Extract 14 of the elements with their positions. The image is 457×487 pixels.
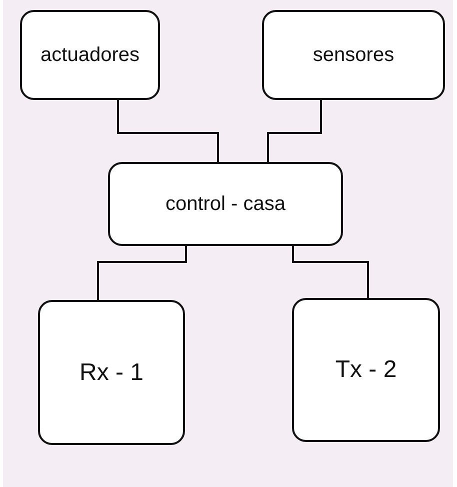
rounded-box [108, 162, 343, 246]
rounded-box [20, 10, 160, 100]
connector-line [117, 100, 219, 162]
node-label: actuadores [40, 44, 140, 66]
node-label: sensores [312, 44, 394, 66]
node-label: Tx - 2 [335, 356, 397, 384]
connector-line [292, 246, 369, 298]
node-label: control - casa [165, 192, 286, 216]
connector-line [267, 100, 322, 162]
rounded-box [38, 300, 185, 445]
node-label: Rx - 1 [79, 358, 144, 386]
rounded-box [292, 298, 440, 442]
connector-line [97, 246, 187, 300]
rounded-box [262, 10, 445, 100]
